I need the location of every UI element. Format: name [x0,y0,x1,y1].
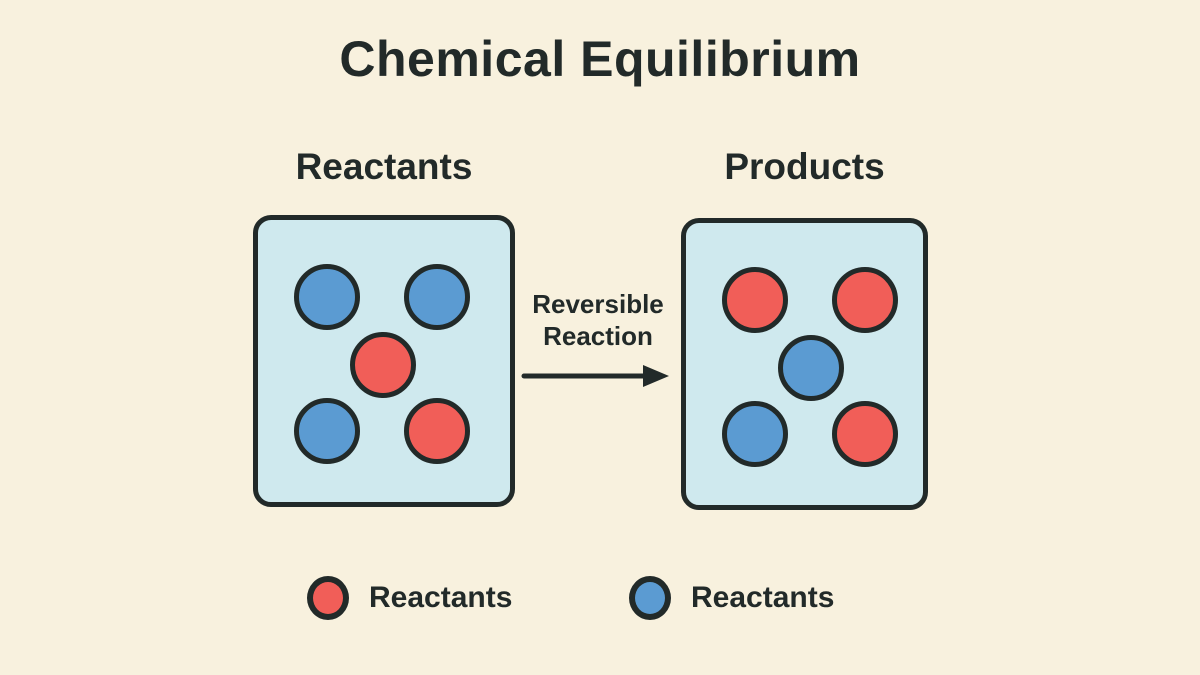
legend-item-red: Reactants [307,576,512,620]
red-molecule [350,332,416,398]
red-molecule [832,401,898,467]
red-molecule [722,267,788,333]
red-molecule [832,267,898,333]
legend-item-blue: Reactants [629,576,834,620]
blue-molecule [722,401,788,467]
blue-molecule [778,335,844,401]
blue-molecule [294,264,360,330]
reversible-reaction-label: Reversible Reaction [532,289,664,351]
blue-circle-swatch [629,576,671,620]
legend-label-blue: Reactants [691,581,835,614]
reactants-box [253,215,515,507]
legend-label-red: Reactants [369,581,513,614]
products-box [681,218,928,510]
blue-molecule [294,398,360,464]
products-heading: Products [724,146,885,187]
red-circle-swatch [307,576,349,620]
red-molecule [404,398,470,464]
reactants-heading: Reactants [295,146,473,187]
page-title: Chemical Equilibrium [339,31,861,87]
right-arrow-icon [521,365,669,387]
blue-molecule [404,264,470,330]
